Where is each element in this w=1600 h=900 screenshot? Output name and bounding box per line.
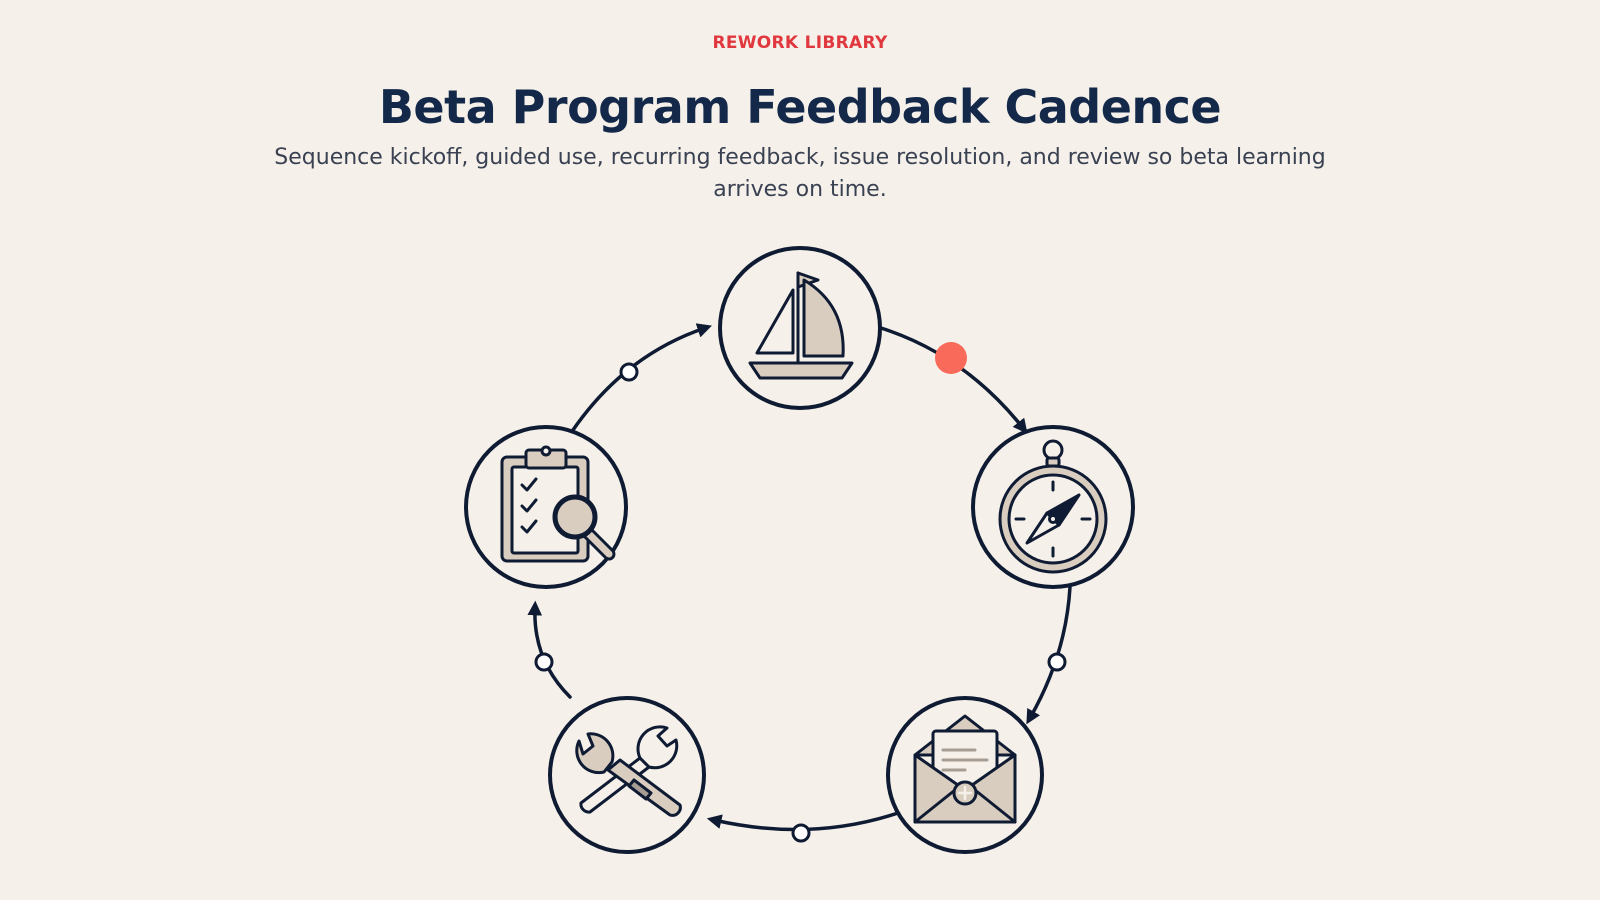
- page-subtitle: Sequence kickoff, guided use, recurring …: [274, 145, 1326, 202]
- connector-2-3: [1026, 585, 1072, 725]
- sailboat-icon: [748, 271, 854, 380]
- connector-dot: [534, 652, 554, 672]
- wrench-tools-icon: [575, 725, 682, 817]
- eyebrow-label: REWORK LIBRARY: [712, 33, 888, 53]
- progress-marker: [935, 342, 967, 374]
- connector-dot: [619, 362, 639, 382]
- compass-icon: [998, 439, 1108, 574]
- connector-dot: [791, 823, 811, 843]
- connector-dot: [1047, 652, 1067, 672]
- connector-5-1: [571, 323, 712, 432]
- connector-4-5: [527, 600, 572, 699]
- page-title: Beta Program Feedback Cadence: [378, 80, 1222, 134]
- node-1-circle: [718, 246, 882, 410]
- envelope-icon: [913, 714, 1017, 824]
- clipboard-magnifier-icon: [500, 445, 616, 563]
